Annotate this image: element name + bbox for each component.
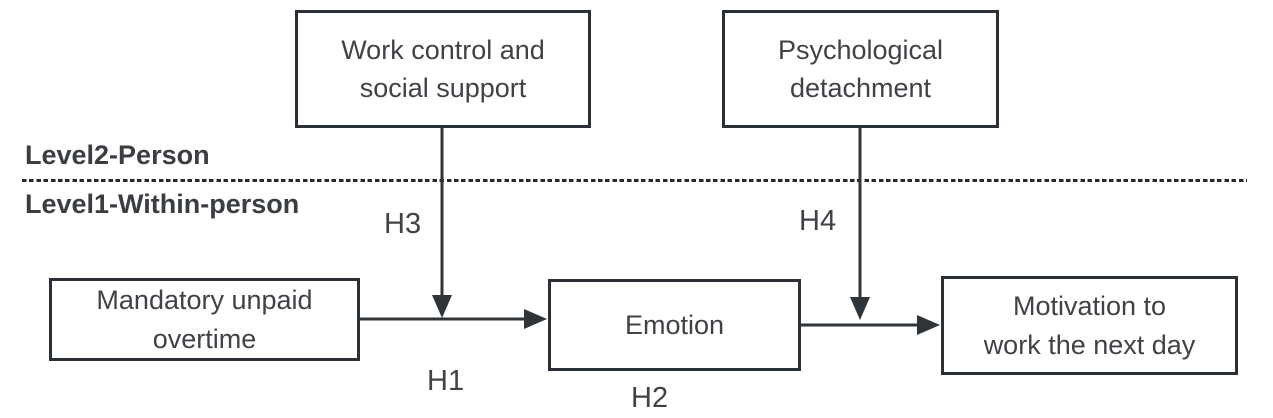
- h3-moderation-arrow: [432, 128, 452, 318]
- box-motivation-line1: Motivation to: [1012, 291, 1167, 322]
- h3-hypothesis-label: H3: [384, 208, 422, 240]
- box-psychological-detachment: Psychological detachment: [722, 10, 999, 128]
- h1-path-arrow: [359, 309, 547, 329]
- h1-hypothesis-label: H1: [427, 365, 465, 397]
- box-psych-line1: Psychological: [777, 34, 944, 65]
- box-work-control-line1: Work control and: [341, 34, 545, 65]
- box-motivation-line2: work the next day: [983, 329, 1196, 360]
- level1-within-person-label: Level1-Within-person: [25, 189, 300, 219]
- h4-hypothesis-label: H4: [799, 205, 837, 237]
- level-divider-dashed-line: [22, 179, 1247, 182]
- box-motivation-next-day: Motivation to work the next day: [941, 276, 1238, 375]
- box-work-control-social-support: Work control and social support: [295, 10, 591, 128]
- box-emotion-line1: Emotion: [624, 309, 725, 340]
- h2-path-arrow: [800, 315, 940, 335]
- box-work-control-line2: social support: [359, 73, 527, 103]
- level2-person-label: Level2-Person: [25, 140, 210, 170]
- box-mandatory-unpaid-overtime: Mandatory unpaid overtime: [49, 278, 360, 361]
- box-mandatory-line1: Mandatory unpaid: [96, 285, 313, 316]
- box-psych-line2: detachment: [789, 73, 932, 103]
- h4-moderation-arrow: [850, 128, 870, 320]
- box-mandatory-line2: overtime: [152, 323, 257, 354]
- h2-hypothesis-label: H2: [631, 382, 669, 414]
- box-emotion: Emotion: [548, 279, 801, 371]
